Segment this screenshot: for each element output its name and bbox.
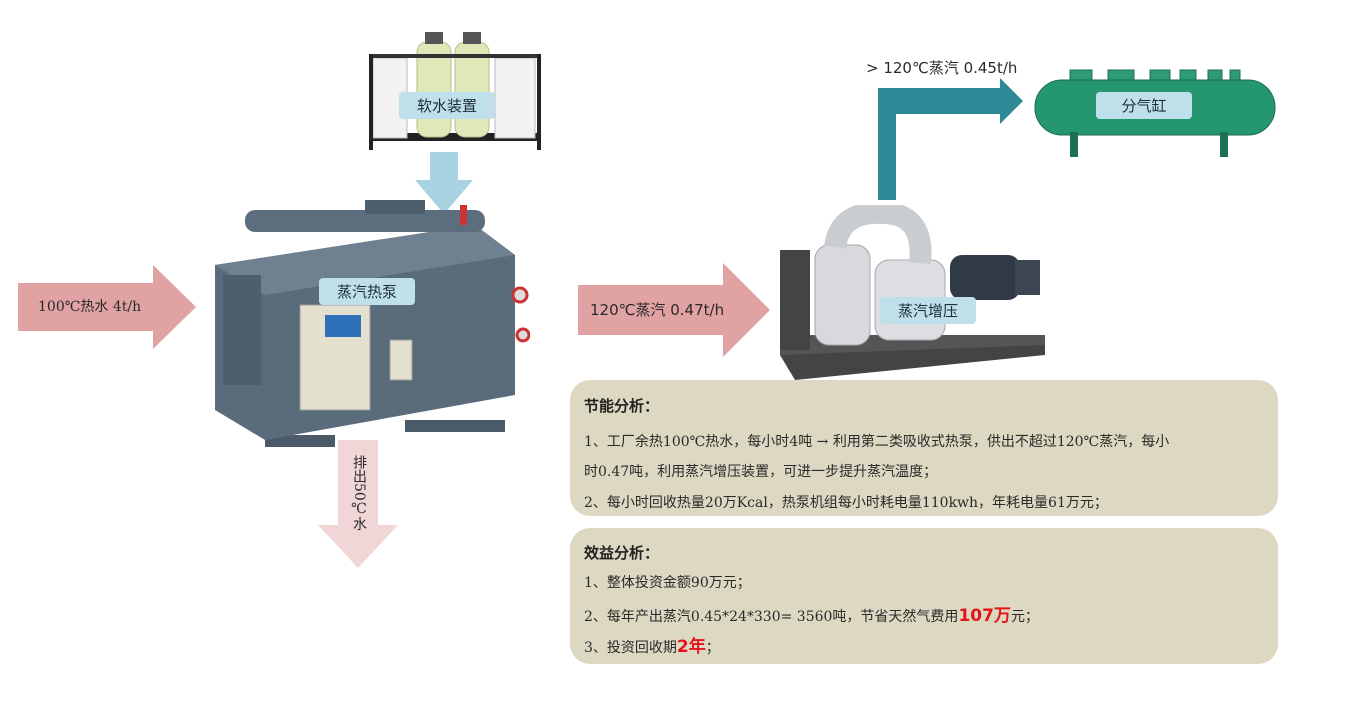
softener-label: 软水装置: [399, 92, 495, 119]
savings-highlight: 107万: [958, 606, 1011, 626]
compressor-label: 蒸汽增压: [880, 297, 976, 324]
energy-analysis-line: 1、工厂余热100℃热水，每小时4吨 → 利用第二类吸收式热泵，供出不超过120…: [584, 434, 1170, 450]
benefit-line3-prefix: 3、投资回收期: [584, 640, 677, 656]
softener-down-arrow: [415, 152, 473, 214]
benefit-analysis-line: 2、每年产出蒸汽0.45*24*330= 3560吨，节省天然气费用107万元；: [584, 601, 1039, 626]
energy-analysis-panel: 节能分析： 1、工厂余热100℃热水，每小时4吨 → 利用第二类吸收式热泵，供出…: [570, 380, 1278, 516]
steam-compressor-image: [775, 201, 1050, 380]
steam-out-label: > 120℃蒸汽 0.45t/h: [866, 59, 1018, 77]
energy-analysis-line: 时0.47吨，利用蒸汽增压装置，可进一步提升蒸汽温度；: [584, 464, 938, 480]
steam-mid-label: 120℃蒸汽 0.47t/h: [590, 301, 725, 319]
energy-analysis-title: 节能分析：: [584, 397, 660, 415]
discharge-down-arrow: [318, 440, 398, 568]
benefit-analysis-panel: 效益分析： 1、整体投资金额90万元； 2、每年产出蒸汽0.45*24*330=…: [570, 528, 1278, 664]
energy-analysis-line: 2、每小时回收热量20万Kcal，热泵机组每小时耗电量110kwh，年耗电量61…: [584, 495, 1108, 511]
discharge-label: 排出50℃水: [351, 455, 367, 531]
benefit-line3-suffix: ；: [705, 640, 720, 656]
hot-water-inlet-label: 100℃热水 4t/h: [38, 299, 142, 315]
benefit-analysis-title: 效益分析：: [584, 544, 660, 562]
payback-highlight: 2年: [676, 637, 706, 657]
steam-header-label: 分气缸: [1096, 92, 1192, 119]
benefit-analysis-line: 1、整体投资金额90万元；: [584, 575, 751, 591]
water-softener-image: [365, 28, 545, 153]
heat-pump-label: 蒸汽热泵: [319, 278, 415, 305]
hot-water-inlet-arrow: [18, 265, 196, 349]
benefit-analysis-line: 3、投资回收期2年；: [584, 632, 720, 657]
benefit-line2-prefix: 2、每年产出蒸汽0.45*24*330= 3560吨，节省天然气费用: [584, 609, 959, 625]
steam-mid-arrow: [578, 263, 770, 357]
benefit-line2-suffix: 元；: [1010, 609, 1039, 625]
steam-heat-pump-image: [205, 195, 531, 455]
steam-out-arrow: [878, 78, 1023, 200]
